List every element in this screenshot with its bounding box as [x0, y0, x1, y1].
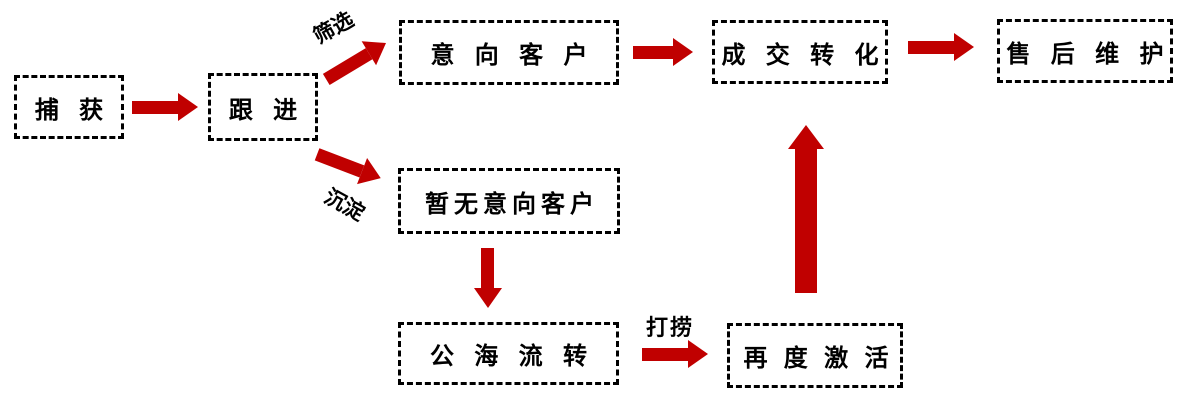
arrow-follow-to-no-intent [312, 141, 386, 192]
arrow-shaft [481, 248, 495, 288]
arrow-shaft [908, 40, 954, 54]
arrow-shaft [314, 147, 365, 178]
arrow-intent-to-deal [633, 38, 693, 66]
node-after-sales-maintenance: 售 后 维 护 [997, 19, 1173, 83]
arrow-head [178, 93, 198, 121]
arrow-pool-to-reactivate [642, 340, 708, 368]
arrow-shaft [642, 347, 688, 361]
arrow-reactivate-to-deal [788, 125, 824, 293]
node-public-pool-circulation: 公 海 流 转 [398, 322, 619, 385]
arrow-shaft [322, 47, 373, 85]
arrow-head [688, 340, 708, 368]
node-capture: 捕 获 [14, 75, 124, 139]
node-intent-customers: 意 向 客 户 [399, 20, 619, 85]
edge-label-salvage: 打捞 [645, 316, 695, 341]
arrow-head [474, 288, 502, 308]
arrow-no-intent-to-pool [474, 248, 502, 308]
arrow-deal-to-aftersale [908, 33, 974, 61]
node-deal-conversion: 成 交 转 化 [712, 20, 888, 84]
edge-label-settle: 沉淀 [320, 184, 369, 226]
arrow-head [788, 125, 824, 149]
node-no-intent-customers: 暂无意向客户 [398, 168, 620, 234]
arrow-shaft [795, 149, 817, 293]
arrow-head [673, 38, 693, 66]
arrow-capture-to-follow [132, 93, 198, 121]
node-follow-up: 跟 进 [208, 73, 318, 141]
arrow-shaft [633, 45, 673, 59]
arrow-shaft [132, 100, 178, 114]
arrow-head [954, 33, 974, 61]
node-reactivate: 再 度 激 活 [727, 323, 903, 388]
edge-label-filter: 筛选 [309, 7, 358, 49]
